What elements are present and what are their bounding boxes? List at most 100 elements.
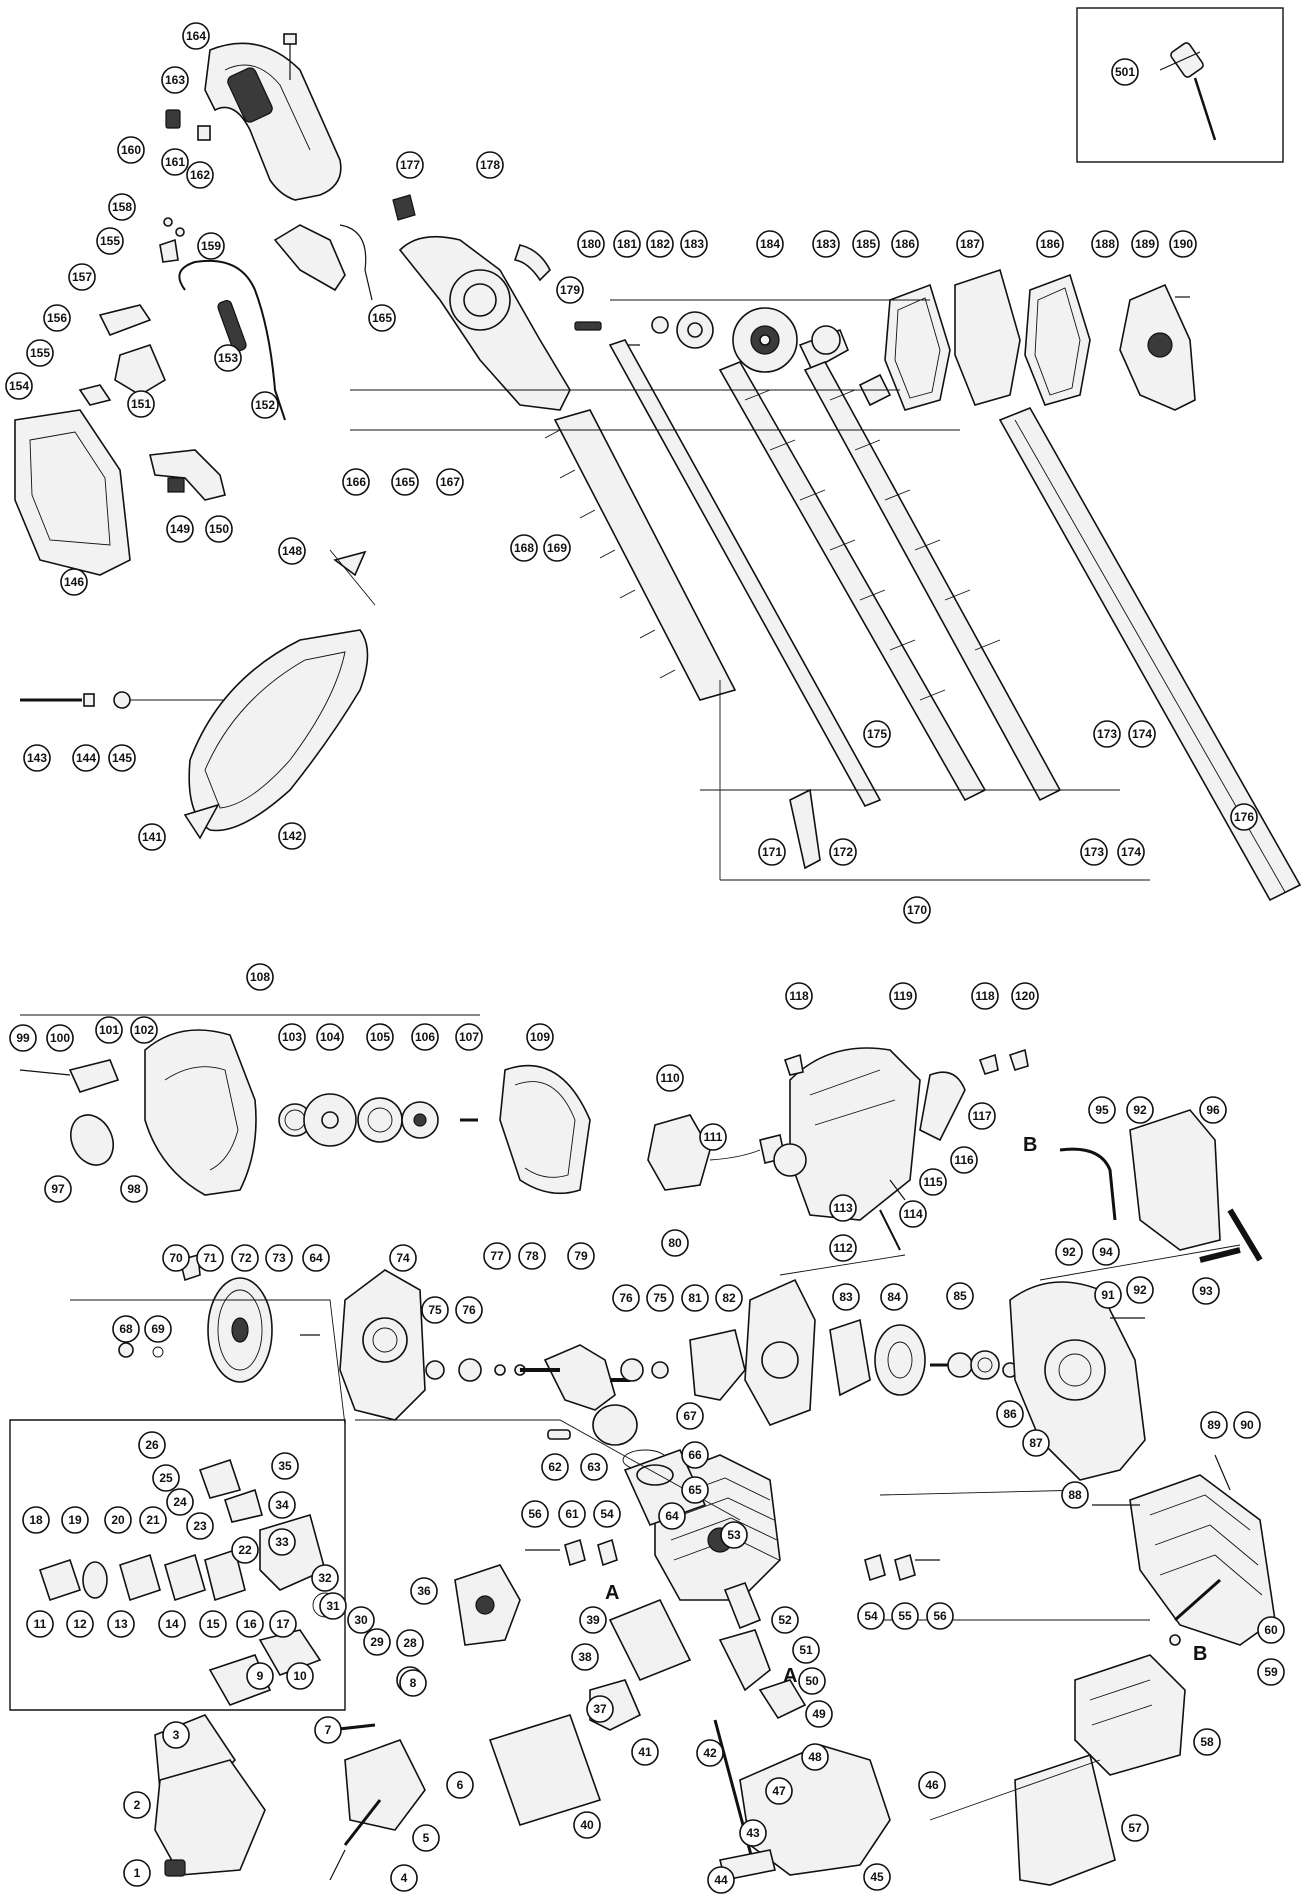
callout: 77	[483, 1242, 511, 1270]
callout: 48	[801, 1743, 829, 1771]
svg-text:158: 158	[112, 200, 132, 214]
svg-text:57: 57	[1128, 1821, 1142, 1835]
callout: 182	[646, 230, 674, 258]
svg-text:170: 170	[907, 903, 927, 917]
callout: 31	[319, 1592, 347, 1620]
callout: 156	[43, 304, 71, 332]
svg-text:19: 19	[68, 1513, 82, 1527]
svg-text:188: 188	[1095, 237, 1115, 251]
svg-text:97: 97	[51, 1182, 65, 1196]
callout: 106	[411, 1023, 439, 1051]
svg-text:157: 157	[72, 270, 92, 284]
svg-text:26: 26	[145, 1438, 159, 1452]
svg-text:76: 76	[619, 1291, 633, 1305]
svg-text:11: 11	[34, 1617, 47, 1631]
callout: 76	[612, 1284, 640, 1312]
svg-text:74: 74	[396, 1251, 410, 1265]
callout: 170	[903, 896, 931, 924]
svg-text:54: 54	[864, 1609, 878, 1623]
callout: 99	[9, 1024, 37, 1052]
callout: 91	[1094, 1281, 1122, 1309]
callout: 179	[556, 276, 584, 304]
callout: 165	[368, 304, 396, 332]
callout: 98	[120, 1175, 148, 1203]
svg-text:49: 49	[812, 1707, 826, 1721]
callout: 178	[476, 151, 504, 179]
svg-text:78: 78	[525, 1249, 539, 1263]
svg-text:168: 168	[514, 541, 534, 555]
callout: 53	[720, 1521, 748, 1549]
callout: 58	[1193, 1728, 1221, 1756]
callout: 89	[1200, 1411, 1228, 1439]
svg-text:120: 120	[1015, 989, 1035, 1003]
callout: 3	[162, 1721, 190, 1749]
svg-text:142: 142	[282, 829, 302, 843]
svg-text:152: 152	[255, 398, 275, 412]
svg-text:90: 90	[1240, 1418, 1254, 1432]
muffler-heat-shield	[1014, 1753, 1116, 1886]
callout: 117	[968, 1102, 996, 1130]
callout: 7	[314, 1716, 342, 1744]
svg-text:85: 85	[953, 1289, 967, 1303]
callout: 50	[798, 1667, 826, 1695]
svg-text:73: 73	[272, 1251, 286, 1265]
callout: 29	[363, 1628, 391, 1656]
callout: 63	[580, 1453, 608, 1481]
svg-text:63: 63	[587, 1460, 601, 1474]
svg-text:173: 173	[1084, 845, 1104, 859]
svg-text:163: 163	[165, 73, 185, 87]
callout: 12	[66, 1610, 94, 1638]
svg-text:38: 38	[578, 1650, 592, 1664]
callout: 16	[236, 1610, 264, 1638]
callout: 6	[446, 1771, 474, 1799]
svg-text:161: 161	[165, 155, 185, 169]
callout: 112	[829, 1234, 857, 1262]
callout: 24	[166, 1488, 194, 1516]
callout: 157	[68, 263, 96, 291]
callout: 62	[541, 1453, 569, 1481]
svg-text:99: 99	[16, 1031, 30, 1045]
svg-text:185: 185	[856, 237, 876, 251]
svg-text:101: 101	[99, 1023, 119, 1037]
callout: 75	[646, 1284, 674, 1312]
callout: 150	[205, 515, 233, 543]
svg-text:118: 118	[789, 989, 809, 1003]
svg-text:179: 179	[560, 283, 580, 297]
svg-text:9: 9	[257, 1669, 264, 1683]
svg-text:149: 149	[170, 522, 190, 536]
callout: 152	[251, 391, 279, 419]
svg-text:70: 70	[169, 1251, 183, 1265]
svg-text:77: 77	[490, 1249, 504, 1263]
callout: 173	[1080, 838, 1108, 866]
ref-letter-b-lower: B	[1193, 1643, 1207, 1665]
callout: 71	[196, 1244, 224, 1272]
callout: 144	[72, 744, 100, 772]
svg-text:65: 65	[688, 1483, 702, 1497]
svg-text:8: 8	[410, 1676, 417, 1690]
svg-text:3: 3	[173, 1728, 180, 1742]
callout: 177	[396, 151, 424, 179]
callout: 96	[1199, 1096, 1227, 1124]
callout: 94	[1092, 1238, 1120, 1266]
callout: 184	[756, 230, 784, 258]
svg-text:172: 172	[833, 845, 853, 859]
svg-text:22: 22	[238, 1543, 252, 1557]
svg-text:183: 183	[816, 237, 836, 251]
gear-cover	[954, 268, 1021, 406]
callout: 68	[112, 1315, 140, 1343]
svg-text:184: 184	[760, 237, 780, 251]
callout: 36	[410, 1577, 438, 1605]
callout: 72	[231, 1244, 259, 1272]
callout: 22	[231, 1536, 259, 1564]
handle-bracket	[1129, 1109, 1221, 1251]
callout: 100	[46, 1024, 74, 1052]
callout: 151	[127, 390, 155, 418]
callout: 60	[1257, 1616, 1285, 1644]
hand-guard	[188, 629, 369, 832]
callout: 148	[278, 537, 306, 565]
svg-text:28: 28	[403, 1636, 417, 1650]
callout: 52	[771, 1606, 799, 1634]
callout: 38	[571, 1643, 599, 1671]
callout: 83	[832, 1283, 860, 1311]
callout: 93	[1192, 1277, 1220, 1305]
